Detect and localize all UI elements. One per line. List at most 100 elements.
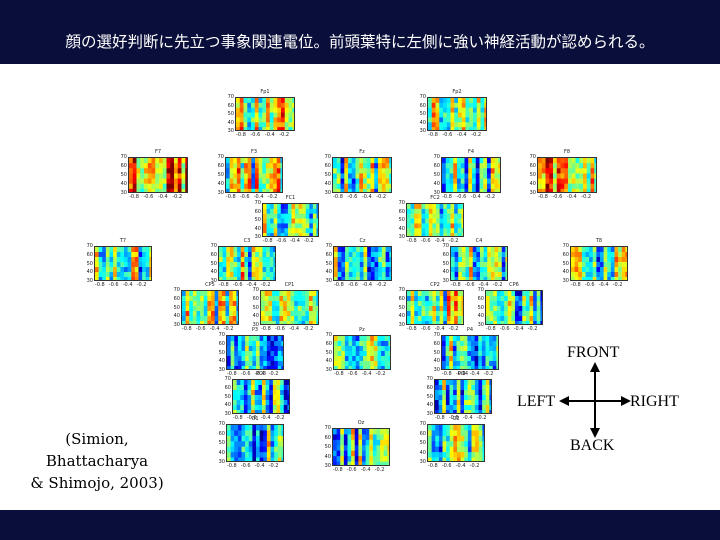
heatmap-cell (261, 306, 266, 312)
heatmap-cell (341, 267, 346, 273)
heatmap-cell (343, 434, 349, 441)
heatmap-cell (487, 183, 492, 190)
heatmap-cell (385, 188, 390, 192)
heatmap-cell (336, 188, 342, 192)
heatmap-cell (449, 457, 454, 461)
heatmap-cell (485, 395, 490, 401)
heatmap-cell (468, 173, 473, 180)
x-axis-ticks: -0.8-0.6-0.4-0.2 (406, 326, 464, 333)
y-tick-label: 50 (210, 260, 217, 267)
heatmap-cell (284, 98, 290, 104)
y-tick-label: 70 (442, 243, 449, 249)
heatmap-cell (251, 395, 256, 401)
channel-heatmap (485, 290, 543, 325)
heatmap-cell (367, 247, 372, 253)
heatmap-cell (266, 267, 271, 273)
heatmap-cell (237, 366, 243, 369)
heatmap-cell (383, 429, 388, 436)
heatmap-cell (294, 306, 299, 312)
heatmap-cell (234, 430, 239, 437)
heatmap-cell (358, 434, 363, 441)
heatmap-cell (261, 321, 266, 324)
heatmap-cell (244, 173, 249, 180)
heatmap-cell (174, 168, 179, 175)
heatmap-cell (472, 163, 477, 169)
heatmap-cell (333, 439, 338, 446)
heatmap-cell (279, 291, 284, 297)
heatmap-cell (233, 168, 238, 175)
heatmap-cell (603, 252, 608, 258)
heatmap-cell (450, 107, 455, 114)
heatmap-cell (277, 98, 282, 104)
y-tick-label: 70 (419, 94, 426, 100)
heatmap-cell (236, 380, 241, 386)
heatmap-cell (222, 272, 227, 278)
heatmap-cell (618, 272, 623, 278)
heatmap-cell (469, 247, 474, 253)
heatmap-cell (479, 168, 484, 175)
heatmap-cell (494, 267, 499, 273)
heatmap-cell (476, 277, 481, 280)
heatmap-cell (337, 267, 342, 273)
heatmap-cell (124, 277, 129, 280)
heatmap-cell (355, 361, 360, 367)
heatmap-cell (149, 257, 151, 263)
heatmap-cell (367, 277, 372, 280)
heatmap-cell (297, 321, 303, 324)
heatmap-cell (273, 112, 278, 119)
heatmap-cell (251, 277, 256, 280)
heatmap-cell (358, 461, 363, 465)
heatmap-cell (259, 361, 264, 367)
heatmap-cell (273, 267, 275, 273)
heatmap-cell (473, 102, 478, 109)
heatmap-cell (240, 400, 245, 406)
heatmap-cell (454, 257, 459, 263)
heatmap-cell (281, 457, 283, 461)
heatmap-cell (461, 208, 463, 215)
heatmap-cell (467, 435, 473, 442)
heatmap-cell (248, 252, 253, 258)
heatmap-cell (439, 98, 444, 104)
heatmap-cell (446, 435, 451, 442)
heatmap-cell (467, 336, 472, 342)
heatmap-cell (240, 257, 245, 263)
heatmap-cell (316, 291, 318, 297)
heatmap-cell (525, 321, 531, 324)
heatmap-cell (344, 188, 349, 192)
heatmap-cell (266, 361, 272, 367)
x-tick-label: -0.4 (598, 282, 609, 288)
heatmap-cell (432, 321, 437, 324)
heatmap-cell (283, 321, 288, 324)
heatmap-cell (294, 296, 299, 302)
heatmap-cell (240, 385, 245, 391)
heatmap-cell (341, 341, 346, 347)
heatmap-cell (578, 252, 583, 258)
heatmap-cell (276, 178, 281, 185)
heatmap-cell (336, 445, 341, 452)
heatmap-cell (583, 183, 588, 190)
heatmap-cell (351, 163, 357, 169)
heatmap-cell (181, 188, 186, 192)
heatmap-cell (461, 228, 463, 234)
heatmap-cell (621, 262, 626, 268)
heatmap-cell (428, 425, 433, 432)
heatmap-cell (417, 223, 423, 229)
heatmap-cell (192, 301, 198, 307)
x-axis-ticks: -0.8-0.6-0.4-0.2 (485, 326, 543, 333)
heatmap-cell (226, 178, 231, 185)
x-axis-ticks: -0.8-0.6-0.4-0.2 (333, 371, 391, 378)
heatmap-cell (603, 267, 608, 273)
heatmap-cell (232, 291, 237, 297)
heatmap-cell (245, 356, 250, 362)
heatmap-cell (316, 213, 318, 220)
heatmap-cell (334, 366, 339, 369)
heatmap-cell (522, 296, 527, 302)
heatmap-cell (280, 400, 285, 406)
heatmap-cell (347, 450, 352, 457)
heatmap-cell (435, 441, 440, 448)
heatmap-cell (170, 168, 175, 175)
heatmap-cell (432, 208, 437, 215)
heatmap-cell (457, 233, 462, 236)
